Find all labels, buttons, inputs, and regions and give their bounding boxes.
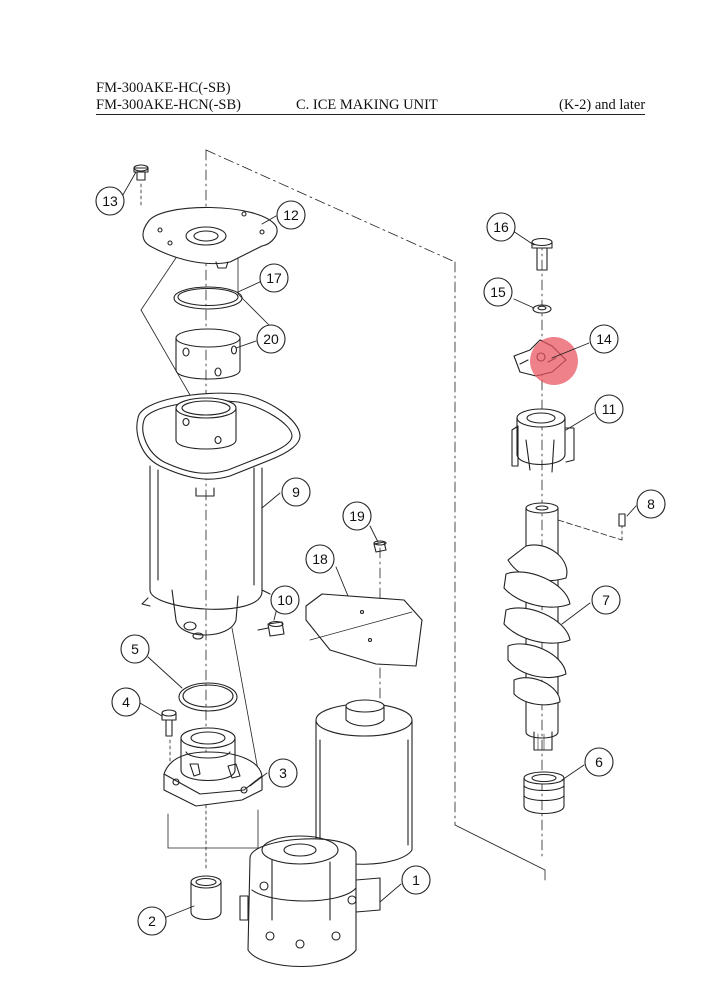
callout-10-label: 10 — [277, 592, 293, 608]
part-15-washer — [532, 304, 552, 314]
callout-7-label: 7 — [602, 592, 610, 608]
callout-6-label: 6 — [595, 754, 603, 770]
callout-12: 12 — [276, 200, 306, 230]
callout-11-label: 11 — [602, 401, 617, 417]
part-19-screw — [373, 540, 387, 553]
callout-20-label: 20 — [263, 331, 279, 347]
part-2-coupling — [190, 875, 222, 921]
callout-3-label: 3 — [279, 765, 287, 781]
callout-1: 1 — [401, 865, 431, 895]
part-1-gear-motor — [239, 699, 413, 968]
highlight-marker — [530, 337, 578, 385]
callout-1-label: 1 — [412, 872, 420, 888]
callout-19-label: 19 — [349, 508, 365, 524]
callout-15-label: 15 — [490, 284, 506, 300]
callout-20: 20 — [256, 324, 286, 354]
callout-13: 13 — [95, 186, 125, 216]
part-8-pin — [618, 513, 626, 527]
header-rule — [96, 114, 645, 115]
callout-2: 2 — [137, 906, 167, 936]
callout-19: 19 — [342, 501, 372, 531]
callout-5-label: 5 — [131, 641, 139, 657]
callout-16-label: 16 — [493, 219, 509, 235]
part-18-gasket — [305, 593, 423, 667]
part-16-bolt — [531, 237, 553, 271]
callout-16: 16 — [486, 212, 516, 242]
callout-6: 6 — [584, 747, 614, 777]
model-number-line-1: FM-300AKE-HC(-SB) — [96, 80, 231, 96]
callout-13-label: 13 — [102, 193, 118, 209]
serial-range: (K-2) and later — [559, 97, 646, 113]
part-13-screw — [133, 164, 149, 181]
part-3-housing — [163, 727, 263, 807]
callout-17: 17 — [259, 263, 289, 293]
model-number-line-2: FM-300AKE-HCN(-SB) — [96, 97, 241, 113]
part-20-cylinder — [175, 328, 241, 380]
callout-9-label: 9 — [292, 484, 300, 500]
callout-3: 3 — [268, 758, 298, 788]
part-14-cutter — [513, 337, 578, 385]
callout-12-label: 12 — [283, 207, 299, 223]
callout-5: 5 — [120, 634, 150, 664]
callout-14: 14 — [589, 324, 619, 354]
section-title: C. ICE MAKING UNIT — [296, 97, 438, 113]
callout-17-label: 17 — [266, 270, 282, 286]
part-5-o-ring — [178, 682, 238, 712]
callout-8-label: 8 — [647, 496, 655, 512]
part-6-mechanical-seal — [523, 771, 565, 815]
part-12-top-plate — [142, 206, 278, 269]
callout-2-label: 2 — [148, 913, 156, 929]
callout-10: 10 — [270, 585, 300, 615]
callout-11: 11 — [594, 394, 624, 424]
callouts: 1 2 3 4 5 6 7 8 9 10 11 12 13 14 15 16 1… — [95, 186, 666, 936]
callout-9: 9 — [281, 477, 311, 507]
part-9-evaporator — [136, 392, 301, 640]
callout-15: 15 — [483, 277, 513, 307]
callout-18: 18 — [305, 544, 335, 574]
callout-8: 8 — [636, 489, 666, 519]
callout-7: 7 — [591, 585, 621, 615]
part-11-extruding-head — [511, 408, 575, 473]
part-7-auger — [503, 502, 571, 751]
callout-4-label: 4 — [122, 694, 130, 710]
part-10-screw — [257, 620, 285, 637]
callout-4: 4 — [111, 687, 141, 717]
callout-14-label: 14 — [596, 331, 612, 347]
part-17-o-ring — [173, 286, 243, 310]
part-4-bolt — [161, 709, 177, 737]
callout-18-label: 18 — [312, 551, 328, 567]
